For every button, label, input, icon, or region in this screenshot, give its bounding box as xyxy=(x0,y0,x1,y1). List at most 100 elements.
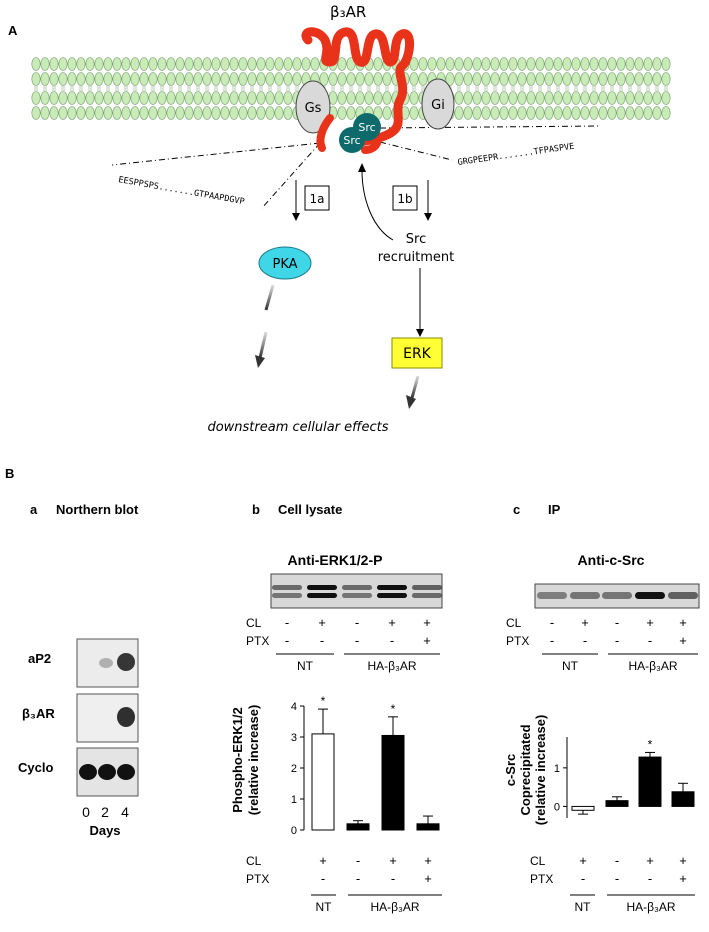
lipid-head xyxy=(598,72,608,86)
pka-downstream-arrow xyxy=(255,284,275,368)
lipid-head xyxy=(94,57,104,71)
lipid-head xyxy=(580,106,590,120)
lipid-head xyxy=(193,72,203,86)
lipid-head xyxy=(274,106,284,120)
ptx-sign: + xyxy=(424,871,432,886)
lipid-head xyxy=(553,106,563,120)
lipid-head xyxy=(202,106,212,120)
lipid-head xyxy=(157,106,167,120)
lipid-head xyxy=(445,72,455,86)
lipid-head xyxy=(139,72,149,86)
lipid-head xyxy=(472,106,482,120)
lipid-head xyxy=(382,72,392,86)
lipid-head xyxy=(58,91,68,105)
gs-label: Gs xyxy=(305,101,322,116)
lipid-head xyxy=(409,72,419,86)
lipid-head xyxy=(472,91,482,105)
lipid-head xyxy=(184,57,194,71)
ptx-row-label: PTX xyxy=(246,872,269,886)
lipid-head xyxy=(139,91,149,105)
lipid-head xyxy=(373,91,383,105)
bar xyxy=(416,823,440,831)
lipid-head xyxy=(67,57,77,71)
lipid-head xyxy=(445,57,455,71)
lipid-head xyxy=(175,91,185,105)
lipid-head xyxy=(490,106,500,120)
receptor-title: β₃AR xyxy=(330,3,366,21)
lipid-head xyxy=(49,91,59,105)
lipid-head xyxy=(553,91,563,105)
lipid-head xyxy=(490,57,500,71)
lipid-head xyxy=(571,57,581,71)
lipid-head xyxy=(328,72,338,86)
y-tick-label: 1 xyxy=(291,794,297,806)
lipid-head xyxy=(634,57,644,71)
cl-sign: + xyxy=(646,853,654,868)
lipid-head xyxy=(616,57,626,71)
lipid-head xyxy=(508,91,518,105)
gs-protein xyxy=(295,80,331,134)
band-cyclo-day0 xyxy=(79,764,97,780)
lipid-head xyxy=(643,57,653,71)
lipid-head xyxy=(571,106,581,120)
lipid-head xyxy=(283,91,293,105)
lipid-head xyxy=(40,72,50,86)
csrc-band xyxy=(602,592,632,599)
lipid-head xyxy=(58,72,68,86)
cl-sign: + xyxy=(318,615,326,630)
erk-downstream-arrow xyxy=(406,375,420,409)
lipid-head xyxy=(607,57,617,71)
lipid-head xyxy=(121,57,131,71)
ha-label: HA-β₃AR xyxy=(367,659,416,673)
lipid-head xyxy=(427,57,437,71)
lipid-head xyxy=(616,106,626,120)
lipid-head xyxy=(481,72,491,86)
lipid-head xyxy=(382,106,392,120)
ptx-sign: + xyxy=(679,871,687,886)
lipid-head xyxy=(310,57,320,71)
erk-band-lower xyxy=(377,593,407,598)
y-tick-label: 0 xyxy=(554,801,560,813)
cl-sign: - xyxy=(550,615,554,630)
lipid-head xyxy=(346,72,356,86)
lipid-head xyxy=(103,72,113,86)
lipid-head xyxy=(229,106,239,120)
nt-label: NT xyxy=(316,900,333,914)
lipid-head xyxy=(418,57,428,71)
lipid-head xyxy=(103,106,113,120)
band-b3ar-day4 xyxy=(117,707,135,727)
ip-title: IP xyxy=(548,502,561,517)
lipid-head xyxy=(499,72,509,86)
lipid-head xyxy=(355,72,365,86)
lipid-head xyxy=(148,91,158,105)
lipid-head xyxy=(616,72,626,86)
lipid-head xyxy=(625,106,635,120)
day-tick-0: 0 xyxy=(82,804,90,820)
lipid-head xyxy=(40,91,50,105)
lipid-head xyxy=(256,72,266,86)
lipid-head xyxy=(490,91,500,105)
lipid-head xyxy=(274,91,284,105)
ptx-sign: - xyxy=(550,633,554,648)
lipid-head xyxy=(634,91,644,105)
chart-c-ylabel-line1: c-Src xyxy=(503,754,518,787)
lipid-head xyxy=(247,72,257,86)
lipid-head xyxy=(292,57,302,71)
lipid-head xyxy=(508,106,518,120)
lipid-head xyxy=(463,57,473,71)
erk-band-lower xyxy=(412,593,442,598)
lipid-head xyxy=(472,72,482,86)
cl-sign: + xyxy=(581,615,589,630)
erk-blot-bands xyxy=(272,585,442,598)
lipid-head xyxy=(598,91,608,105)
lipid-head xyxy=(193,91,203,105)
ptx-sign: + xyxy=(423,633,431,648)
lipid-head xyxy=(319,72,329,86)
band-ap2-day2 xyxy=(99,658,113,668)
lipid-head xyxy=(535,72,545,86)
lipid-head xyxy=(544,91,554,105)
lipid-head xyxy=(148,57,158,71)
